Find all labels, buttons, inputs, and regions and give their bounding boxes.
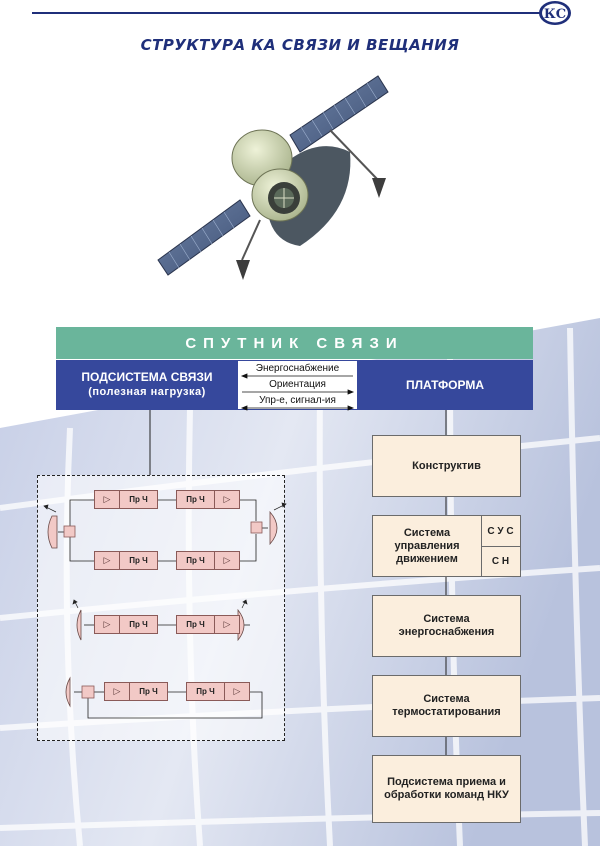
- logo-text: КС: [544, 7, 566, 22]
- antenna-left-3: [76, 609, 82, 641]
- antenna-left-1: [47, 515, 58, 549]
- link-power: Энергоснабжение: [255, 363, 340, 374]
- amplifier-icon: ▷: [95, 552, 120, 569]
- chain-1a: ▷ Пр Ч: [94, 490, 158, 509]
- comm-subsystem-subtitle: (полезная нагрузка): [88, 386, 206, 398]
- link-orientation: Ориентация: [269, 379, 326, 390]
- freq-converter-label: Пр Ч: [129, 556, 148, 565]
- chain-2a: ▷ Пр Ч: [94, 551, 158, 570]
- sn-label: С Н: [491, 555, 510, 567]
- satellite-illustration: [157, 75, 389, 280]
- amplifier-icon: ▷: [95, 491, 120, 508]
- page-title: СТРУКТУРА КА СВЯЗИ И ВЕЩАНИЯ: [140, 36, 460, 54]
- link-arrows: [240, 373, 355, 411]
- amplifier-icon: ▷: [95, 616, 120, 633]
- sus-label: С У С: [481, 516, 520, 547]
- platform-box: ПЛАТФОРМА: [357, 360, 533, 410]
- power-block: Система энергоснабжения: [372, 595, 521, 657]
- commands-block: Подсистема приема и обработки команд НКУ: [372, 755, 521, 823]
- freq-converter-label: Пр Ч: [186, 495, 205, 504]
- motion-control-block: Система управления движением С У С С Н: [372, 515, 521, 577]
- amplifier-icon: ▷: [214, 616, 239, 633]
- thruster-left: [236, 260, 250, 280]
- construct-block: Конструктив: [372, 435, 521, 497]
- chain-2b: ▷ Пр Ч: [176, 551, 240, 570]
- link-panel: Энергоснабжение Ориентация Упр-е, сигнал…: [238, 360, 357, 411]
- chain-1b: ▷ Пр Ч: [176, 490, 240, 509]
- splitter-left: [63, 525, 76, 538]
- thruster-right: [372, 178, 386, 198]
- coupler-row4: [81, 685, 95, 699]
- comm-subsystem-box: ПОДСИСТЕМА СВЯЗИ (полезная нагрузка): [56, 360, 238, 410]
- chain-4b: ▷ Пр Ч: [186, 682, 250, 701]
- chain-3a: ▷ Пр Ч: [94, 615, 158, 634]
- freq-converter-label: Пр Ч: [186, 556, 205, 565]
- chain-4a: ▷ Пр Ч: [104, 682, 168, 701]
- freq-converter-label: Пр Ч: [139, 687, 158, 696]
- antenna-right-1: [269, 510, 278, 546]
- amplifier-icon: ▷: [105, 683, 130, 700]
- freq-converter-label: Пр Ч: [186, 620, 205, 629]
- solar-panel-left: [157, 199, 251, 276]
- amplifier-icon: ▷: [214, 552, 239, 569]
- chain-3b: ▷ Пр Ч: [176, 615, 240, 634]
- solar-panel-right: [289, 75, 389, 153]
- freq-converter-label: Пр Ч: [129, 620, 148, 629]
- amplifier-icon: ▷: [214, 491, 239, 508]
- antenna-left-4: [65, 676, 71, 708]
- header-rule: [32, 12, 540, 14]
- combiner-right: [250, 521, 263, 534]
- satellite-header-bar: СПУТНИК СВЯЗИ: [56, 327, 533, 359]
- comm-subsystem-title: ПОДСИСТЕМА СВЯЗИ: [81, 370, 213, 384]
- freq-converter-label: Пр Ч: [196, 687, 215, 696]
- thermal-block: Система термостатирования: [372, 675, 521, 737]
- freq-converter-label: Пр Ч: [129, 495, 148, 504]
- amplifier-icon: ▷: [224, 683, 249, 700]
- company-logo: КС: [539, 1, 571, 25]
- link-control: Упр-е, сигнал-ия: [259, 395, 336, 406]
- motion-control-label: Система управления движением: [373, 516, 482, 576]
